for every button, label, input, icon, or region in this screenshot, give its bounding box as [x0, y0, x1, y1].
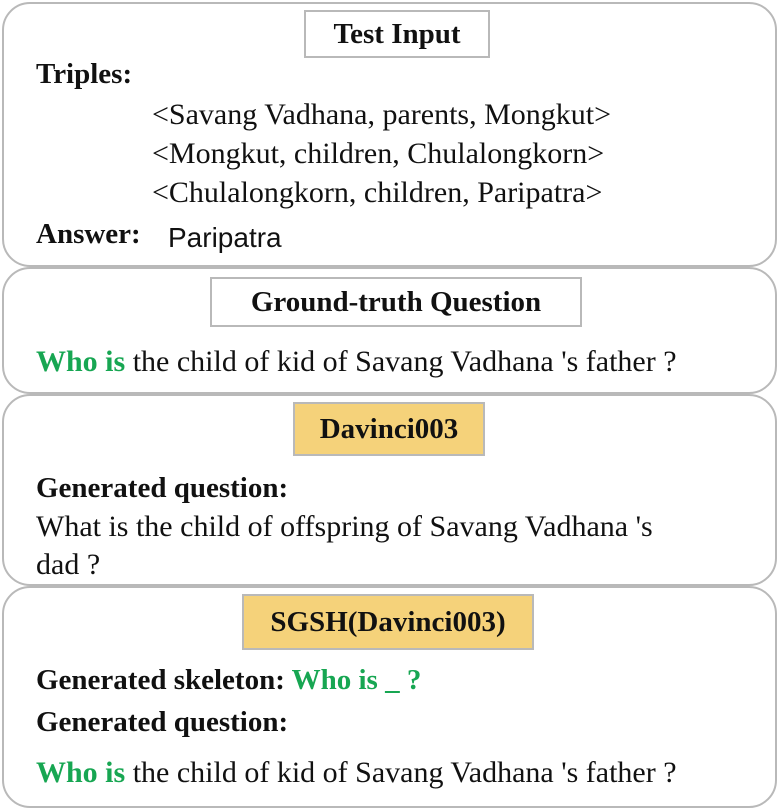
- triple-item: <Savang Vadhana, parents, Mongkut>: [152, 98, 612, 131]
- question-prefix-highlight: Who is: [36, 756, 126, 789]
- answer-value: Paripatra: [168, 222, 282, 253]
- sgsh-question: Who is the child of kid of Savang Vadhan…: [36, 756, 677, 790]
- triple-item: <Mongkut, children, Chulalongkorn>: [152, 137, 605, 170]
- davinci-question-line1: What is the child of offspring of Savang…: [36, 510, 653, 543]
- davinci-generated-label: Generated question:: [36, 472, 289, 504]
- skeleton-value: Who is _ ?: [291, 664, 422, 696]
- ground-truth-panel: Ground-truth Question Who is the child o…: [2, 267, 777, 394]
- davinci-question-line2: dad ?: [36, 548, 101, 581]
- question-rest: the child of kid of Savang Vadhana 's fa…: [125, 756, 677, 789]
- sgsh-panel: SGSH(Davinci003) Generated skeleton: Who…: [2, 586, 777, 808]
- test-input-panel: Test Input Triples: <Savang Vadhana, par…: [2, 2, 777, 267]
- ground-truth-question: Who is the child of kid of Savang Vadhan…: [36, 345, 677, 379]
- test-input-title: Test Input: [304, 10, 490, 58]
- davinci-panel: Davinci003 Generated question: What is t…: [2, 394, 777, 586]
- skeleton-label: Generated skeleton:: [36, 664, 292, 696]
- sgsh-skeleton-line: Generated skeleton: Who is _ ?: [36, 664, 421, 697]
- question-rest: the child of kid of Savang Vadhana 's fa…: [125, 345, 677, 378]
- question-prefix-highlight: Who is: [36, 345, 126, 378]
- answer-label: Answer:: [36, 218, 141, 250]
- sgsh-generated-label: Generated question:: [36, 706, 289, 738]
- triples-label: Triples:: [36, 58, 133, 90]
- ground-truth-title: Ground-truth Question: [210, 277, 582, 327]
- davinci-title: Davinci003: [293, 402, 485, 456]
- sgsh-title: SGSH(Davinci003): [242, 594, 534, 650]
- triple-item: <Chulalongkorn, children, Paripatra>: [152, 176, 603, 209]
